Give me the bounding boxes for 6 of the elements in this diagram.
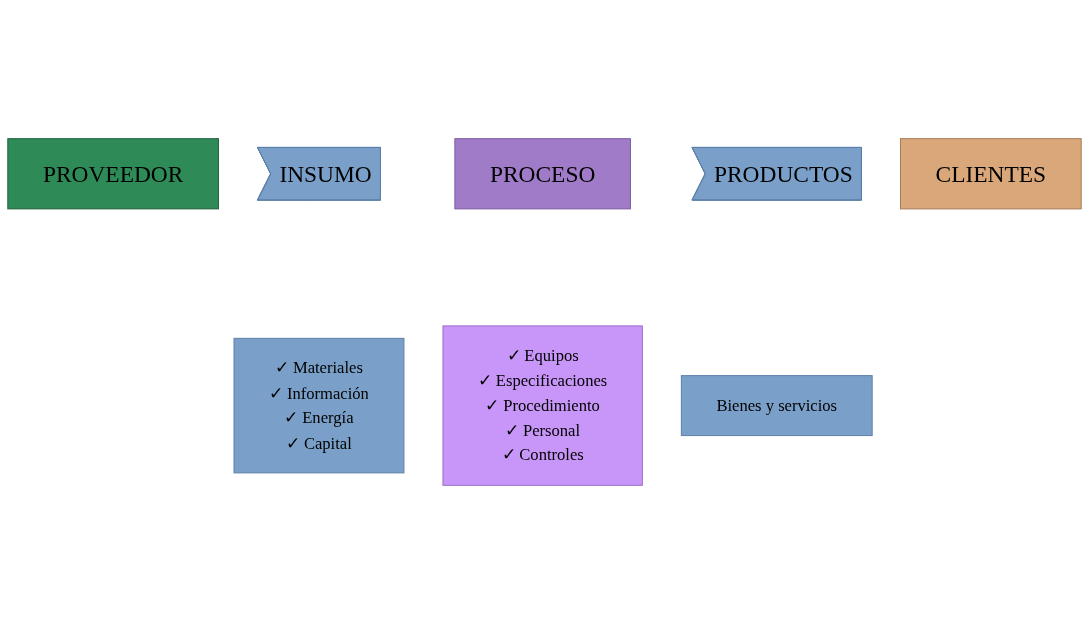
node-box: CLIENTES: [900, 138, 1082, 210]
node-box: ✓ Materiales ✓ Información ✓ Energía ✓ Capital: [233, 337, 405, 474]
node-box: PROVEEDOR: [7, 138, 219, 210]
node-box: PROCESO: [454, 138, 631, 210]
node-box: Bienes y servicios: [680, 375, 873, 437]
node-box: ✓ Equipos ✓ Especificaciones ✓ Procedimiento ✓ Personal ✓ Controles: [442, 325, 643, 486]
